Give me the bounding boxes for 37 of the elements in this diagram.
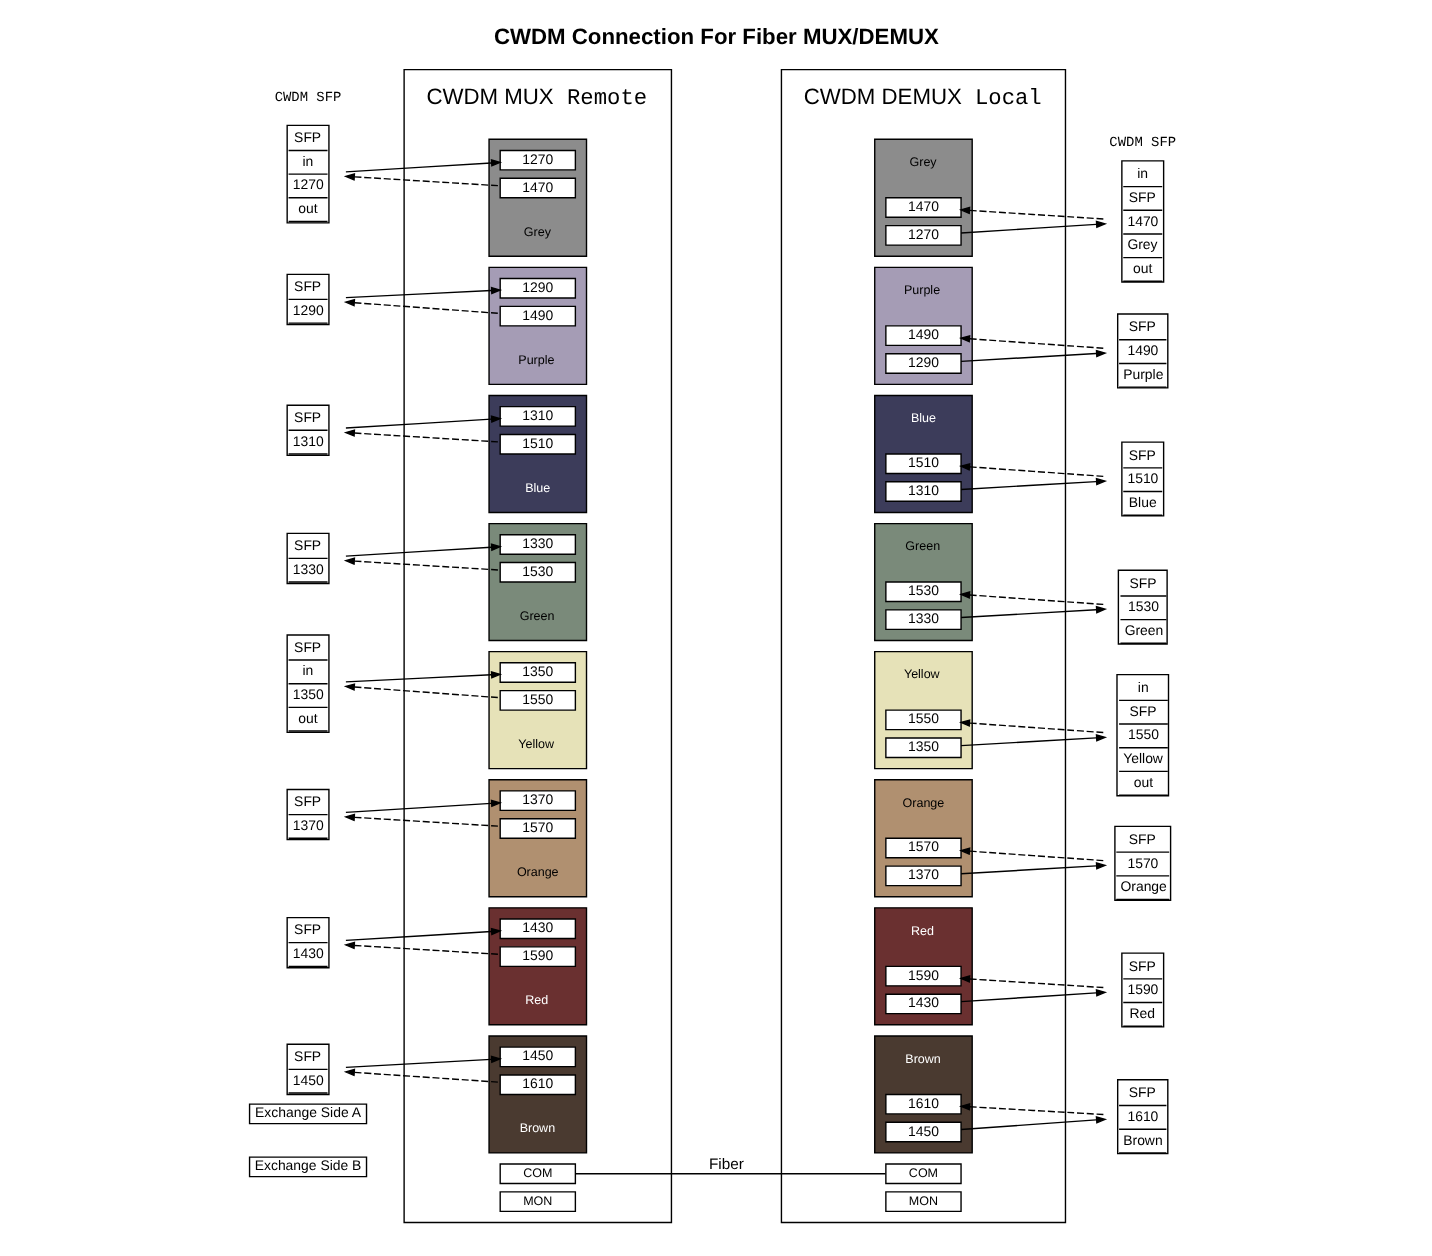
arrow	[343, 173, 501, 187]
arrow	[959, 847, 1106, 862]
arrow	[960, 349, 1108, 363]
arrow	[343, 557, 501, 571]
arrow	[960, 1116, 1108, 1131]
node-label: Local	[974, 88, 1042, 113]
diagram-title: CWDM Connection For Fiber MUX/DEMUX	[493, 26, 939, 51]
arrow	[343, 813, 501, 827]
arrow	[960, 605, 1108, 619]
arrow	[959, 719, 1106, 734]
arrow	[345, 927, 503, 942]
arrow	[343, 1068, 501, 1083]
arrow	[960, 477, 1108, 491]
arrow	[959, 206, 1106, 220]
arrow	[345, 799, 503, 814]
arrow	[960, 733, 1108, 747]
arrow	[345, 286, 503, 299]
arrow	[959, 1102, 1106, 1116]
arrow	[960, 989, 1108, 1003]
arrow	[959, 591, 1106, 606]
arrow	[959, 334, 1106, 350]
arrow	[343, 683, 501, 699]
arrow	[345, 1055, 503, 1069]
arrow	[345, 670, 503, 683]
arrow	[959, 463, 1106, 478]
node-label: Remote	[567, 88, 648, 113]
edge-label: Fiber	[709, 1155, 744, 1174]
arrow	[345, 159, 503, 173]
arrow	[343, 298, 501, 315]
arrow	[343, 941, 501, 956]
arrow	[959, 975, 1106, 989]
arrow	[343, 429, 501, 443]
arrow	[960, 862, 1108, 875]
connector	[575, 1173, 887, 1175]
arrow	[345, 543, 503, 557]
arrow	[345, 415, 503, 429]
arrow	[960, 220, 1108, 234]
